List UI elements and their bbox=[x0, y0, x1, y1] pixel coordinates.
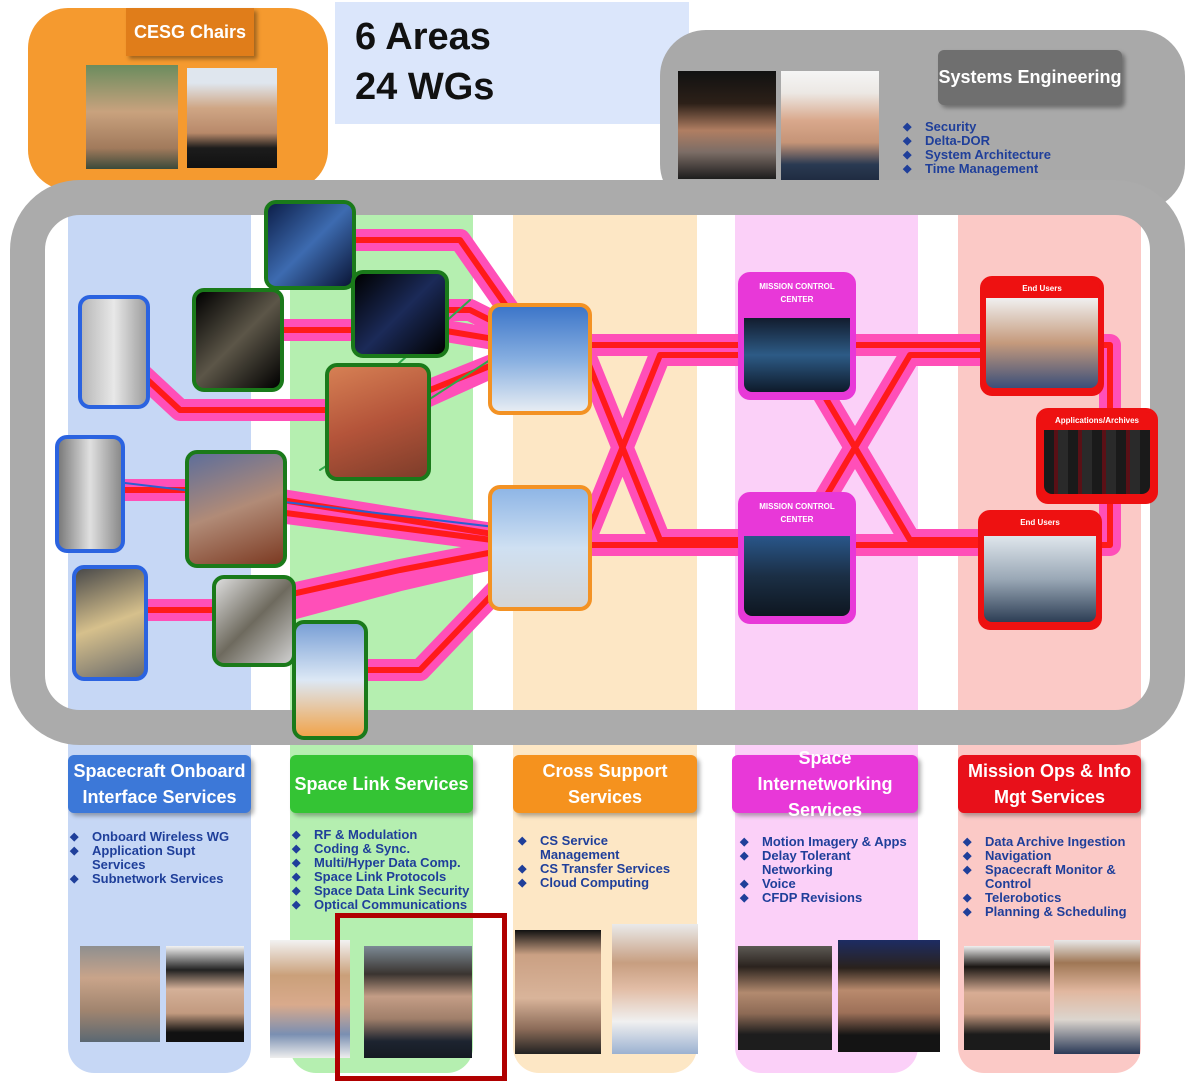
ground-station-node-1 bbox=[488, 303, 592, 415]
wg-item: Delay Tolerant Networking bbox=[740, 849, 916, 877]
mcc-photo-top bbox=[744, 318, 850, 392]
accent-blue bbox=[99, 479, 521, 531]
satellite-node-2 bbox=[351, 270, 449, 358]
wg-item: Navigation bbox=[963, 849, 1139, 864]
se-photo-2 bbox=[781, 71, 879, 181]
archives-photo bbox=[1044, 430, 1150, 494]
wg-item: Telerobotics bbox=[963, 891, 1139, 906]
core-rack3 bbox=[107, 542, 533, 613]
mcc-photo-bottom bbox=[744, 536, 850, 616]
end-users-photo-top bbox=[986, 298, 1098, 388]
end-users-node-bottom: End Users bbox=[978, 510, 1102, 630]
onboard-instrument-node bbox=[72, 565, 148, 681]
wg-item: Spacecraft Monitor & Control bbox=[963, 863, 1139, 891]
soi-director-photo-2 bbox=[166, 946, 244, 1042]
wg-item: CS Service Management bbox=[518, 834, 688, 862]
sls-director-photo-2 bbox=[364, 946, 472, 1058]
wg-item: Subnetwork Services bbox=[70, 872, 246, 887]
wg-item: Cloud Computing bbox=[518, 876, 688, 891]
area-title-space-link: Space Link Services bbox=[290, 755, 473, 813]
wg-item: Application Supt Services bbox=[70, 844, 246, 872]
area-title-spacecraft-onboard: Spacecraft Onboard Interface Services bbox=[68, 755, 251, 813]
wg-item: Voice bbox=[740, 877, 916, 892]
habitat-node bbox=[325, 363, 431, 481]
se-item: Security bbox=[903, 120, 1051, 135]
css-director-photo-2 bbox=[612, 924, 698, 1054]
wg-item: Optical Communications bbox=[292, 898, 472, 913]
ground-station-node-2 bbox=[488, 485, 592, 611]
wg-item-text: Application Supt Services bbox=[92, 843, 196, 872]
area-list-mission-ops: Data Archive Ingestion Navigation Spacec… bbox=[963, 835, 1139, 920]
se-item: Delta-DOR bbox=[903, 134, 1051, 149]
probe-node bbox=[212, 575, 296, 667]
highlight-box bbox=[335, 913, 507, 1081]
end-users-node-top: End Users bbox=[980, 276, 1104, 396]
css-director-photo-1 bbox=[515, 930, 601, 1054]
cesg-chairs-title: CESG Chairs bbox=[126, 8, 254, 56]
lander-node bbox=[192, 288, 284, 392]
onboard-rack-node-2 bbox=[55, 435, 125, 553]
archives-label: Applications/Archives bbox=[1054, 416, 1140, 425]
area-title-cross-support: Cross Support Services bbox=[513, 755, 697, 813]
wg-count: 24 WGs bbox=[355, 66, 495, 108]
astronaut-node bbox=[185, 450, 287, 568]
wg-item: CS Transfer Services bbox=[518, 862, 688, 877]
chair-photo-1 bbox=[86, 65, 178, 169]
end-users-label-top: End Users bbox=[1022, 284, 1062, 293]
systems-engineering-title: Systems Engineering bbox=[938, 50, 1122, 105]
wg-item: Space Link Protocols bbox=[292, 870, 472, 885]
wg-item: CFDP Revisions bbox=[740, 891, 916, 906]
systems-engineering-list: Security Delta-DOR System Architecture T… bbox=[903, 120, 1051, 177]
wg-item: Motion Imagery & Apps bbox=[740, 835, 916, 850]
areas-count-box: 6 Areas 24 WGs bbox=[335, 2, 689, 124]
archives-node: Applications/Archives bbox=[1036, 408, 1158, 504]
wg-item: Onboard Wireless WG bbox=[70, 830, 246, 845]
sis-director-photo-1 bbox=[738, 946, 832, 1050]
area-list-space-link: RF & Modulation Coding & Sync. Multi/Hyp… bbox=[292, 828, 472, 913]
mcc-label-bottom: MISSION CONTROL CENTER bbox=[759, 502, 835, 524]
mcc-label-top: MISSION CONTROL CENTER bbox=[759, 282, 835, 304]
mois-director-photo-1 bbox=[964, 946, 1050, 1050]
wg-item: RF & Modulation bbox=[292, 828, 472, 843]
link-probe bbox=[239, 539, 541, 631]
area-list-space-internetworking: Motion Imagery & Apps Delay Tolerant Net… bbox=[740, 835, 916, 906]
wg-item: Multi/Hyper Data Comp. bbox=[292, 856, 472, 871]
areas-count: 6 Areas bbox=[355, 16, 491, 58]
network-ring bbox=[10, 180, 1185, 745]
se-photo-1 bbox=[678, 71, 776, 179]
wg-item: Planning & Scheduling bbox=[963, 905, 1139, 920]
satellite-node-1 bbox=[264, 200, 356, 290]
onboard-rack-node-1 bbox=[78, 295, 150, 409]
area-title-space-internetworking: Space Internetworking Services bbox=[732, 748, 918, 820]
area-title-mission-ops: Mission Ops & Info Mgt Services bbox=[958, 755, 1141, 813]
end-users-label-bottom: End Users bbox=[1020, 518, 1060, 527]
wg-item: Space Data Link Security bbox=[292, 884, 472, 899]
mcc-node-top: MISSION CONTROL CENTER bbox=[738, 272, 856, 400]
wg-item: Coding & Sync. bbox=[292, 842, 472, 857]
soi-director-photo-1 bbox=[80, 946, 160, 1042]
mcc-node-bottom: MISSION CONTROL CENTER bbox=[738, 492, 856, 624]
mois-director-photo-2 bbox=[1054, 940, 1140, 1054]
rocket-node bbox=[292, 620, 368, 740]
wg-item: Data Archive Ingestion bbox=[963, 835, 1139, 850]
area-list-spacecraft-onboard: Onboard Wireless WG Application Supt Ser… bbox=[70, 830, 246, 887]
end-users-photo-bottom bbox=[984, 536, 1096, 622]
sis-director-photo-2 bbox=[838, 940, 940, 1052]
se-item: System Architecture bbox=[903, 148, 1051, 163]
chair-photo-2 bbox=[187, 68, 277, 168]
se-item: Time Management bbox=[903, 162, 1051, 177]
area-list-cross-support: CS Service Management CS Transfer Servic… bbox=[518, 834, 688, 891]
